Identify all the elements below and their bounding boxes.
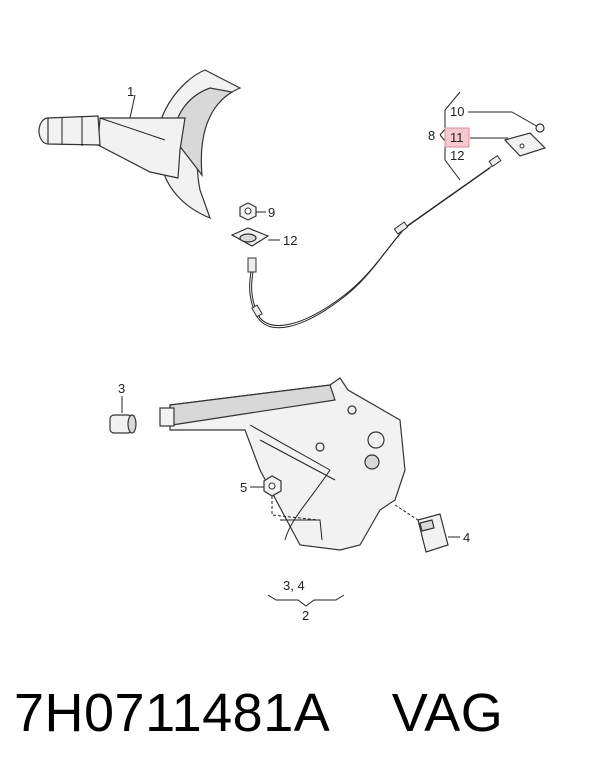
- equalizer-bracket-11[interactable]: [503, 123, 547, 157]
- part-number: 7H0711481A: [14, 683, 331, 743]
- part-number-footer: 7H0711481A VAG: [14, 682, 594, 752]
- brake-cable[interactable]: [247, 154, 502, 329]
- handbrake-lever-mechanism[interactable]: [159, 377, 406, 551]
- callout-5: 5: [240, 480, 247, 495]
- callout-8: 8: [428, 128, 435, 143]
- parts-diagram: 1 9 12 8 10 11 12: [38, 69, 547, 623]
- callout-3: 3: [118, 381, 125, 396]
- highlight-11: [444, 127, 470, 148]
- callout-9: 9: [268, 205, 275, 220]
- callout-10: 10: [450, 104, 464, 119]
- handbrake-grip-boot[interactable]: [38, 69, 242, 220]
- callout-4: 4: [463, 530, 470, 545]
- callout-12-right: 12: [450, 148, 464, 163]
- callout-1: 1: [127, 84, 134, 99]
- callout-12-left: 12: [283, 233, 297, 248]
- callout-2: 2: [302, 608, 309, 623]
- callout-11: 11: [450, 130, 464, 145]
- grommet-12[interactable]: [230, 227, 270, 247]
- knob-3[interactable]: [109, 414, 137, 434]
- nut-5[interactable]: [263, 475, 282, 497]
- callout-3-4: 3, 4: [283, 578, 305, 593]
- cover-4[interactable]: [417, 513, 449, 553]
- brand-label: VAG: [391, 683, 504, 743]
- nut-9[interactable]: [239, 202, 257, 221]
